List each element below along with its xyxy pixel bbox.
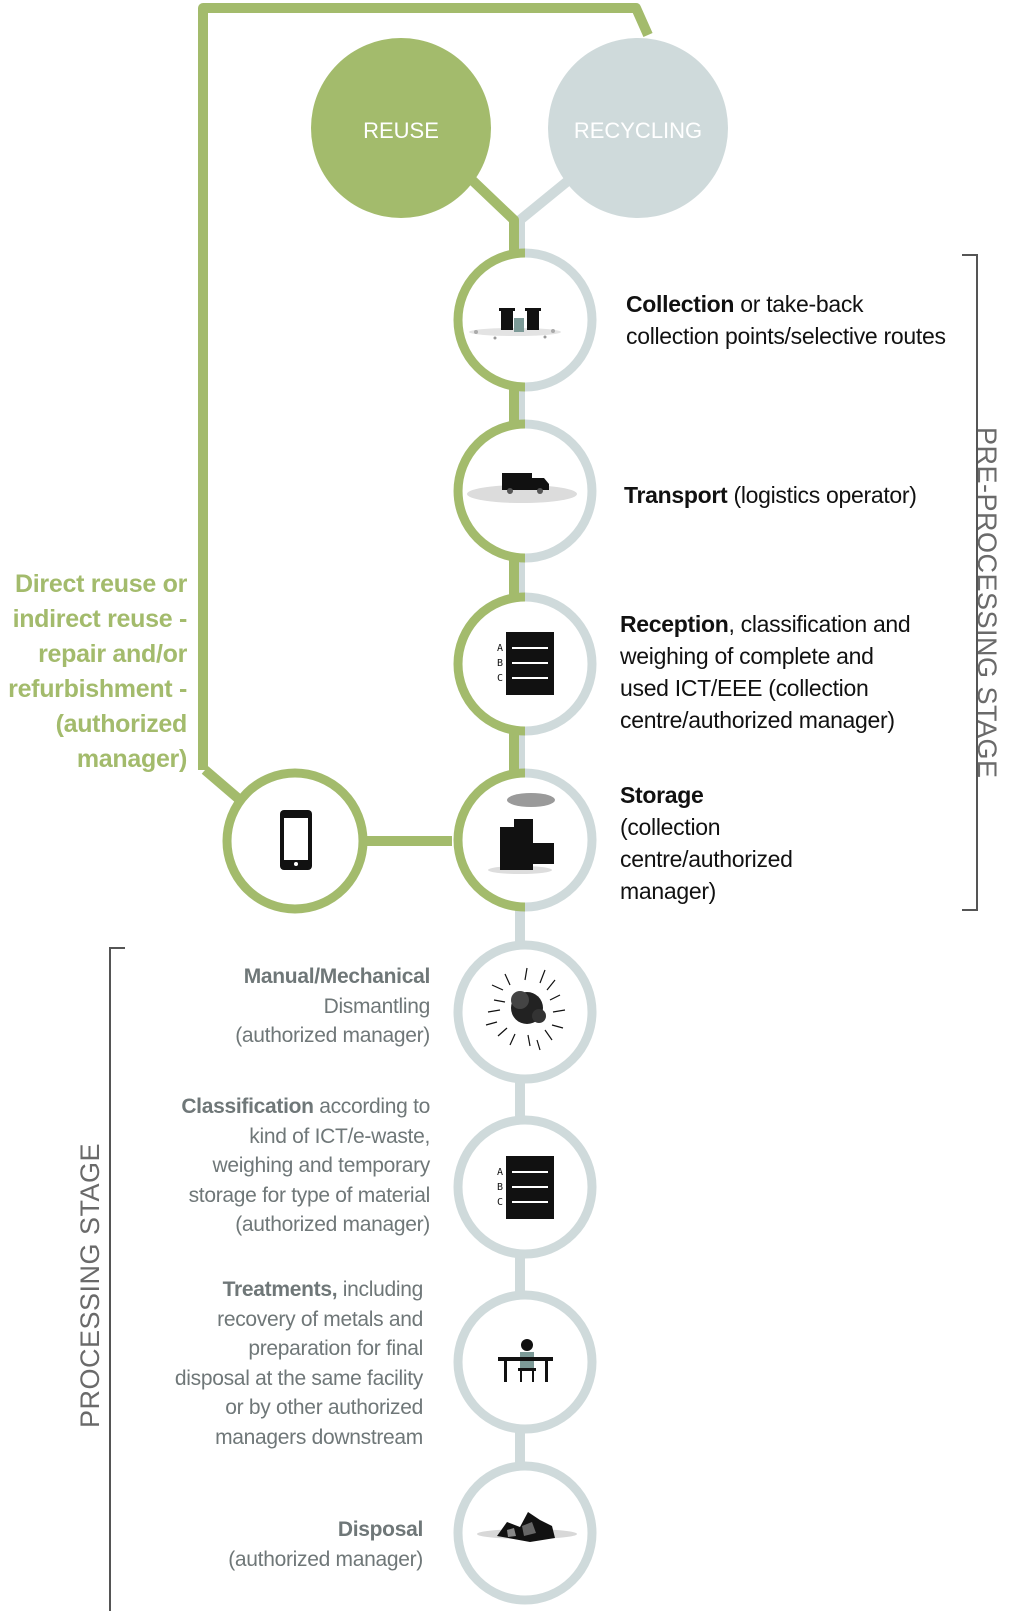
reuse-text-line: Direct reuse or — [15, 570, 187, 598]
step-text-line: (authorized manager) — [235, 1213, 430, 1236]
step-text-line: , classification and — [728, 611, 911, 637]
step-text-disposal: Disposal (authorized manager) — [228, 1515, 423, 1574]
svg-text:B: B — [497, 1182, 503, 1193]
reuse-circle — [311, 38, 491, 218]
reuse-branch-text: Direct reuse or indirect reuse - repair … — [8, 567, 187, 777]
svg-text:C: C — [497, 1197, 503, 1208]
svg-text:B: B — [497, 658, 503, 669]
pre-processing-bracket — [962, 254, 978, 911]
storage-boxes-icon — [488, 793, 555, 874]
debris-pile-icon — [477, 1512, 577, 1542]
recycling-label: RECYCLING — [574, 118, 702, 143]
step-text-line: (logistics operator) — [727, 482, 917, 508]
step-title: Classification — [181, 1095, 314, 1118]
step-text-transport: Transport (logistics operator) — [624, 479, 917, 511]
step-text-line: recovery of metals and — [217, 1307, 423, 1331]
step-text-line: centre/authorized — [620, 846, 793, 872]
step-text-line: including — [337, 1278, 424, 1301]
step-text-storage: Storage (collection centre/authorized ma… — [620, 779, 793, 907]
abc-list-icon: A B C — [497, 632, 554, 695]
svg-text:A: A — [497, 643, 503, 654]
step-text-line: centre/authorized manager) — [620, 707, 895, 733]
step-text-line: kind of ICT/e-waste, — [249, 1124, 430, 1148]
step-title: Treatments, — [222, 1278, 338, 1301]
step-text-line: (authorized manager) — [228, 1547, 423, 1571]
reuse-text-line: repair and/or — [38, 640, 187, 668]
step-title: Collection — [626, 291, 735, 317]
step-circle-storage — [453, 768, 597, 912]
reuse-text-line: refurbishment - — [8, 675, 187, 703]
step-text-line: (collection — [620, 814, 721, 840]
abc-list-icon: A B C — [497, 1156, 554, 1219]
step-circle-treatments — [453, 1290, 597, 1434]
step-text-line: storage for type of material — [188, 1183, 431, 1207]
step-text-dismantling: Manual/Mechanical Dismantling (authorize… — [235, 962, 430, 1051]
step-title: Transport — [624, 482, 728, 508]
reuse-device-circle — [222, 768, 368, 914]
step-text-line: according to — [313, 1095, 430, 1118]
step-title: Disposal — [337, 1518, 423, 1541]
step-circle-reception: A B C — [453, 592, 597, 736]
step-text-line: manager) — [620, 878, 717, 904]
step-title: Storage — [620, 782, 704, 808]
step-circle-dismantling — [453, 940, 597, 1084]
reuse-text-line: indirect reuse - — [12, 605, 188, 633]
step-circle-transport — [453, 419, 597, 563]
step-text-line: collection points/selective routes — [626, 323, 946, 349]
svg-text:A: A — [497, 1167, 503, 1178]
reuse-label: REUSE — [363, 118, 439, 143]
reuse-text-line: manager) — [76, 745, 187, 773]
step-text-classification: Classification according to kind of ICT/… — [181, 1092, 430, 1240]
worker-at-desk-icon — [498, 1339, 553, 1382]
step-text-line: (authorized manager) — [235, 1024, 430, 1047]
step-text-line: or take-back — [734, 291, 864, 317]
step-text-line: weighing and temporary — [212, 1154, 430, 1177]
step-text-line: used ICT/EEE (collection — [620, 675, 869, 701]
step-text-line: or by other authorized — [225, 1396, 423, 1419]
step-circle-disposal — [453, 1461, 597, 1605]
step-circle-classification: A B C — [453, 1115, 597, 1259]
reuse-loop-line — [198, 3, 653, 770]
step-text-line: preparation for final — [248, 1337, 423, 1360]
svg-text:C: C — [497, 673, 503, 684]
step-text-line: managers downstream — [215, 1425, 423, 1449]
truck-icon — [467, 473, 577, 503]
step-title: Reception — [620, 611, 729, 637]
step-text-treatments: Treatments, including recovery of metals… — [175, 1275, 423, 1452]
step-text-line: disposal at the same facility — [174, 1366, 423, 1390]
processing-stage-label: PROCESSING STAGE — [75, 1142, 105, 1428]
step-text-line: weighing of complete and — [620, 643, 874, 669]
step-title: Manual/Mechanical — [243, 965, 431, 988]
reuse-text-line: (authorized — [55, 710, 188, 738]
processing-bracket — [109, 947, 125, 1611]
step-text-collection: Collection or take-back collection point… — [626, 288, 946, 352]
smartphone-icon — [280, 810, 312, 870]
step-circle-collection — [453, 248, 597, 392]
reuse-diagonal-line — [201, 766, 244, 804]
step-text-line: Dismantling — [323, 994, 431, 1018]
scattered-parts-icon — [485, 967, 566, 1051]
pre-processing-stage-label: PRE-PROCESSING STAGE — [972, 427, 1002, 779]
step-text-reception: Reception, classification and weighing o… — [620, 608, 911, 736]
waste-bins-icon — [469, 308, 561, 340]
recycling-circle — [548, 38, 728, 218]
